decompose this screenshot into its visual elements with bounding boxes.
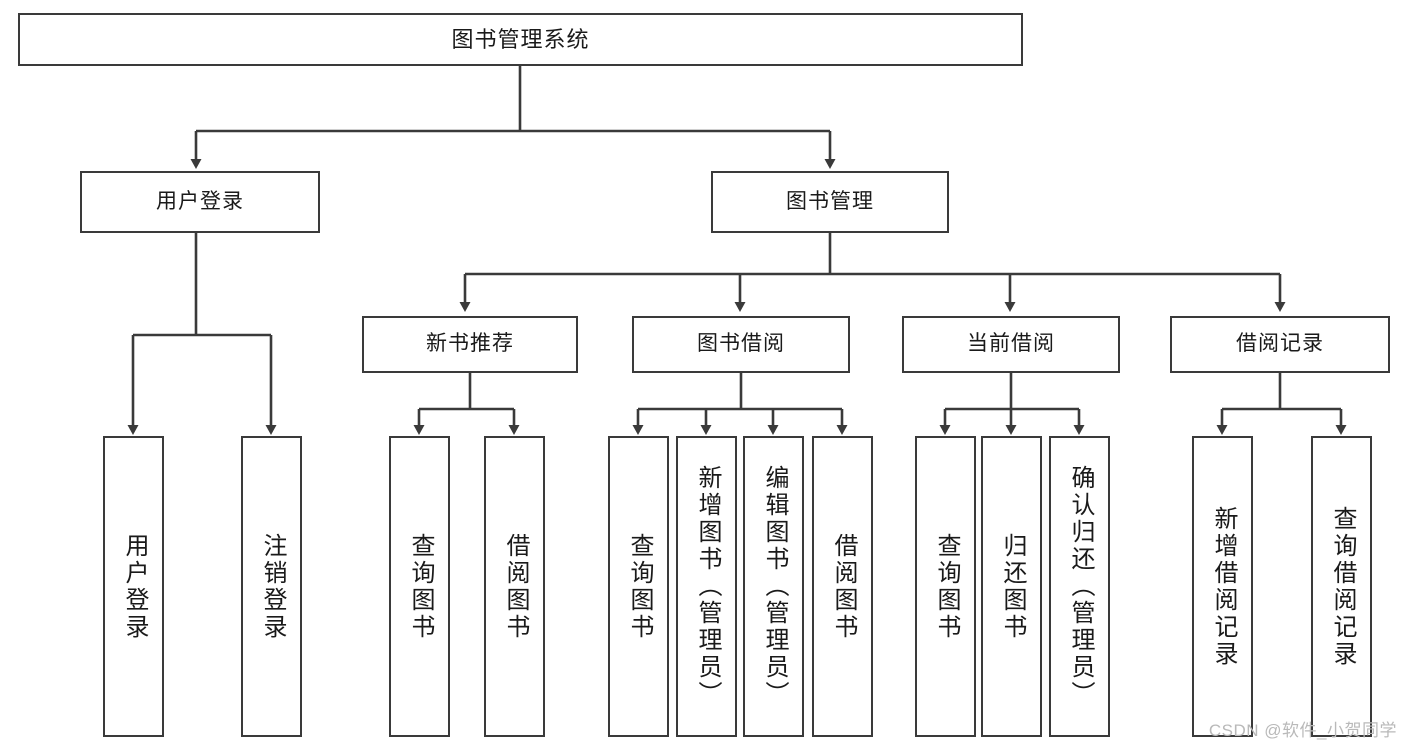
leaf-edit-book[interactable]: 编辑图书（管理员） bbox=[743, 436, 804, 737]
node-label: 图书管理系统 bbox=[451, 26, 590, 52]
node-label: 查询图书 bbox=[406, 532, 434, 641]
node-label: 借阅图书 bbox=[501, 532, 529, 641]
node-current-borrow[interactable]: 当前借阅 bbox=[902, 316, 1120, 373]
csdn-watermark: CSDN @软件_小贺同学 bbox=[1208, 721, 1397, 740]
node-book-borrow[interactable]: 图书借阅 bbox=[632, 316, 850, 373]
node-label: 查询图书 bbox=[932, 532, 960, 641]
node-label: 查询图书 bbox=[625, 532, 653, 641]
leaf-borrow-book-2[interactable]: 借阅图书 bbox=[812, 436, 873, 737]
leaf-query-book-1[interactable]: 查询图书 bbox=[389, 436, 450, 737]
node-label: 注销登录 bbox=[258, 532, 286, 641]
node-borrow-record[interactable]: 借阅记录 bbox=[1170, 316, 1390, 373]
leaf-return-book[interactable]: 归还图书 bbox=[981, 436, 1042, 737]
node-label: 编辑图书（管理员） bbox=[760, 465, 788, 708]
leaf-add-book[interactable]: 新增图书（管理员） bbox=[676, 436, 737, 737]
node-label: 查询借阅记录 bbox=[1328, 505, 1356, 668]
node-label: 新增图书（管理员） bbox=[693, 465, 721, 708]
node-book-manage[interactable]: 图书管理 bbox=[711, 171, 949, 233]
leaf-logout-login[interactable]: 注销登录 bbox=[241, 436, 302, 737]
node-label: 用户登录 bbox=[156, 189, 244, 213]
node-user-login[interactable]: 用户登录 bbox=[80, 171, 320, 233]
leaf-confirm-return[interactable]: 确认归还（管理员） bbox=[1049, 436, 1110, 737]
node-label: 归还图书 bbox=[998, 532, 1026, 641]
leaf-add-record[interactable]: 新增借阅记录 bbox=[1192, 436, 1253, 737]
leaf-query-record[interactable]: 查询借阅记录 bbox=[1311, 436, 1372, 737]
node-label: 借阅记录 bbox=[1236, 332, 1324, 356]
node-label: 新增借阅记录 bbox=[1209, 505, 1237, 668]
node-label: 用户登录 bbox=[120, 532, 148, 641]
node-root-book-management-system[interactable]: 图书管理系统 bbox=[18, 13, 1023, 66]
node-label: 新书推荐 bbox=[426, 332, 514, 356]
node-label: 借阅图书 bbox=[829, 532, 857, 641]
leaf-query-book-2[interactable]: 查询图书 bbox=[608, 436, 669, 737]
node-new-book-recommend[interactable]: 新书推荐 bbox=[362, 316, 578, 373]
leaf-user-login[interactable]: 用户登录 bbox=[103, 436, 164, 737]
leaf-borrow-book-1[interactable]: 借阅图书 bbox=[484, 436, 545, 737]
node-label: 确认归还（管理员） bbox=[1066, 465, 1094, 708]
node-label: 图书管理 bbox=[786, 189, 874, 213]
node-label: 图书借阅 bbox=[697, 332, 785, 356]
leaf-query-book-3[interactable]: 查询图书 bbox=[915, 436, 976, 737]
node-label: 当前借阅 bbox=[967, 332, 1055, 356]
